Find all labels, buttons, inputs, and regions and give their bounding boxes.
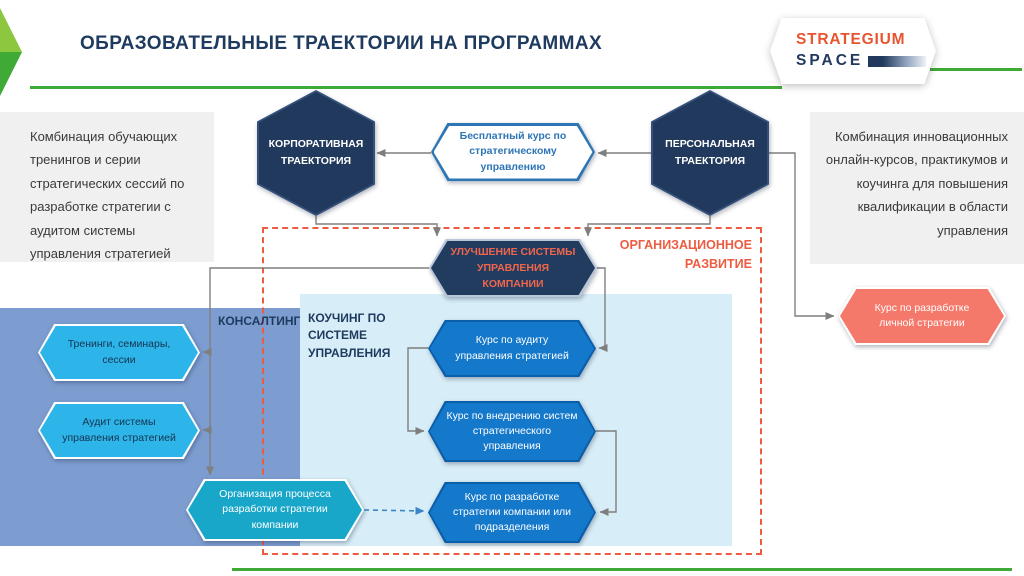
node-trainings-label: Тренинги, семинары, сессии bbox=[67, 338, 171, 366]
ribbon-top-triangle bbox=[0, 8, 22, 52]
header-divider-right bbox=[930, 68, 1022, 71]
node-audit-label: Аудит системы управления стратегией bbox=[62, 416, 176, 444]
hex-fill bbox=[430, 322, 594, 375]
node-free-course-label: Бесплатный курс по стратегическому управ… bbox=[459, 130, 567, 173]
node-course-audit: Курс по аудиту управления стратегией bbox=[428, 320, 596, 377]
node-personal-trajectory: ПЕРСОНАЛЬНАЯ ТРАЕКТОРИЯ bbox=[651, 90, 769, 216]
org-development-label: ОРГАНИЗАЦИОННОЕ РАЗВИТИЕ bbox=[619, 238, 752, 271]
logo-gradient-bar bbox=[868, 55, 927, 67]
logo-text-strategium: STRATEGIUM bbox=[796, 31, 906, 48]
logo-badge: STRATEGIUM SPACE bbox=[770, 18, 936, 84]
hex-fill bbox=[431, 241, 595, 295]
header-divider-left bbox=[30, 86, 782, 89]
note-corporate-description: Комбинация обучающих тренингов и серии с… bbox=[0, 112, 214, 262]
node-free-course: Бесплатный курс по стратегическому управ… bbox=[431, 123, 595, 181]
note-personal-description: Комбинация инновационных онлайн-курсов, … bbox=[810, 112, 1024, 264]
hex-fill bbox=[188, 481, 362, 539]
footer-divider bbox=[232, 568, 1012, 571]
hex-fill bbox=[430, 403, 594, 460]
page-title: ОБРАЗОВАТЕЛЬНЫЕ ТРАЕКТОРИИ НА ПРОГРАММАХ bbox=[80, 33, 603, 54]
logo-hexagon: STRATEGIUM SPACE bbox=[770, 18, 936, 84]
node-personal-label: ПЕРСОНАЛЬНАЯ ТРАЕКТОРИЯ bbox=[665, 137, 755, 167]
node-corporate-trajectory: КОРПОРАТИВНАЯ ТРАЕКТОРИЯ bbox=[257, 90, 375, 216]
hex-fill bbox=[40, 404, 198, 457]
ribbon-bottom-triangle bbox=[0, 52, 22, 96]
hex-fill bbox=[40, 326, 198, 379]
node-organization-label: Организация процесса разработки стратеги… bbox=[219, 488, 331, 531]
hex-fill bbox=[840, 289, 1004, 343]
node-course-audit-label: Курс по аудиту управления стратегией bbox=[455, 334, 569, 362]
node-strategy-process-organization: Организация процесса разработки стратеги… bbox=[186, 479, 364, 541]
node-course-strategy-development-label: Курс по разработке стратегии компании ил… bbox=[452, 490, 572, 534]
node-personal-strategy-course: Курс по разработке личной стратегии bbox=[838, 287, 1006, 345]
node-course-implementation: Курс по внедрению систем стратегического… bbox=[428, 401, 596, 462]
green-corner-ribbon bbox=[0, 8, 22, 96]
hex-fill bbox=[430, 484, 594, 541]
consulting-label: КОНСАЛТИНГ bbox=[218, 314, 301, 328]
node-trainings-seminars: Тренинги, семинары, сессии bbox=[38, 324, 200, 381]
node-personal-strategy-course-label: Курс по разработке личной стратегии bbox=[874, 301, 970, 329]
node-audit-system: Аудит системы управления стратегией bbox=[38, 402, 200, 459]
node-improvement-label: УЛУЧШЕНИЕ СИСТЕМЫ УПРАВЛЕНИЯ КОМПАНИИ bbox=[450, 245, 576, 291]
node-improvement-system: УЛУЧШЕНИЕ СИСТЕМЫ УПРАВЛЕНИЯ КОМПАНИИ bbox=[429, 239, 597, 297]
node-course-implementation-label: Курс по внедрению систем стратегического… bbox=[446, 409, 578, 453]
logo-text-space: SPACE bbox=[796, 52, 864, 69]
coaching-label: КОУЧИНГ ПО СИСТЕМЕ УПРАВЛЕНИЯ bbox=[308, 311, 391, 360]
node-course-strategy-development: Курс по разработке стратегии компании ил… bbox=[428, 482, 596, 543]
node-corporate-label: КОРПОРАТИВНАЯ ТРАЕКТОРИЯ bbox=[268, 137, 364, 167]
hex-fill bbox=[433, 125, 593, 179]
